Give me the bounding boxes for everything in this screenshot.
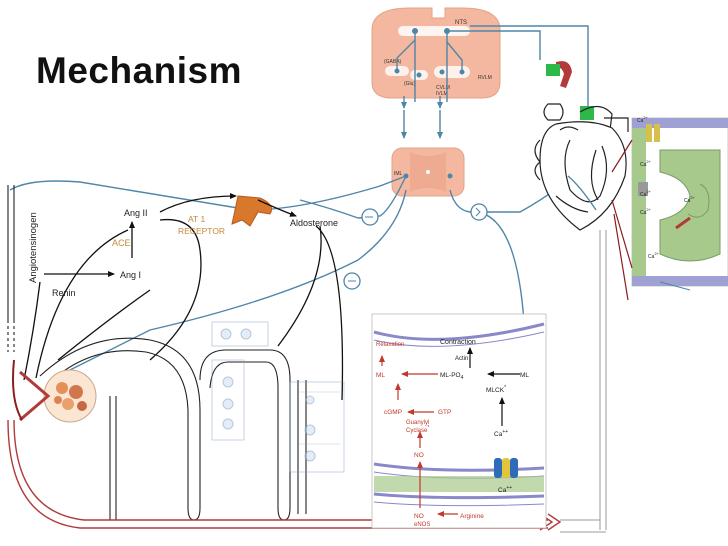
enos-label: eNOS <box>414 522 430 528</box>
ang2-label: Ang II <box>124 208 148 218</box>
nephron-drawing <box>7 185 307 521</box>
ace-label: ACE <box>112 238 131 248</box>
ca-low-label: Ca++ <box>498 485 512 494</box>
nephron-transport-details <box>211 321 345 473</box>
cell-ca-6: Ca2+ <box>648 251 660 260</box>
glomerulus <box>43 369 97 423</box>
cell-ca-1: Ca2+ <box>637 115 649 124</box>
cyclase-label: Cyclase* <box>406 425 429 434</box>
gtp-label: GTP <box>438 409 451 416</box>
raas-arrows <box>23 193 344 401</box>
angiotensinogen-label: Angiotensinogen <box>28 212 39 283</box>
aldosterone-label: Aldosterone <box>290 218 338 228</box>
ang1-label: Ang I <box>120 270 141 280</box>
gaba-label: (GABA) <box>384 59 402 65</box>
relaxation-label: Relaxation <box>376 342 404 348</box>
receptor-label: RECEPTOR <box>178 226 225 236</box>
spinal-cord <box>391 147 465 197</box>
slide-title: Mechanism <box>36 50 243 91</box>
ml-po4-label: ML-PO4 <box>440 372 464 381</box>
smooth-muscle-arrows <box>379 347 520 517</box>
ivlm-label: IVLM <box>436 91 448 97</box>
rvlm-label: RVLM <box>478 75 492 81</box>
no-bottom-label: NO <box>414 513 424 520</box>
ca-mid-label: Ca++ <box>494 429 508 438</box>
guanylyl-label: Guanylyl <box>406 420 429 426</box>
renal-arteriole <box>19 370 51 422</box>
ml-right-label: ML <box>520 372 529 379</box>
adrenal-gland <box>231 195 273 227</box>
heart-drawing <box>534 103 629 231</box>
smooth-muscle-panel <box>371 313 547 529</box>
arginine-label: Arginine <box>460 513 484 520</box>
cell-ca-2: Ca2+ <box>640 159 652 168</box>
mlck-label: MLCK* <box>486 385 506 394</box>
glu-label: (Glu) <box>404 81 415 87</box>
renin-label: Renin <box>52 288 76 298</box>
contraction-label: Contraction <box>440 339 476 346</box>
ml-left-label: ML <box>376 372 385 379</box>
cardiomyocyte-panel <box>631 117 728 291</box>
gray-vessel-lines <box>560 230 607 533</box>
cell-ca-5: Ca2+ <box>684 195 696 204</box>
cardiac-vessels <box>611 139 633 301</box>
iml-label: IML <box>394 171 403 177</box>
no-mid-label: NO <box>414 452 424 459</box>
cell-ca-4: Ca2+ <box>640 207 652 216</box>
receptor-green-1 <box>546 64 560 76</box>
nts-label: NTS <box>455 20 467 26</box>
cvlm-label: CVLM <box>436 85 450 91</box>
at1-label: AT 1 <box>188 214 205 224</box>
cardiac-receptor-group <box>546 61 594 120</box>
cgmp-label: cGMP <box>384 409 402 416</box>
cell-ca-3: Ca2+ <box>640 189 652 198</box>
medulla-tracts <box>396 25 589 139</box>
actin-label: Actin <box>455 356 468 362</box>
ganglion-2 <box>470 203 488 221</box>
